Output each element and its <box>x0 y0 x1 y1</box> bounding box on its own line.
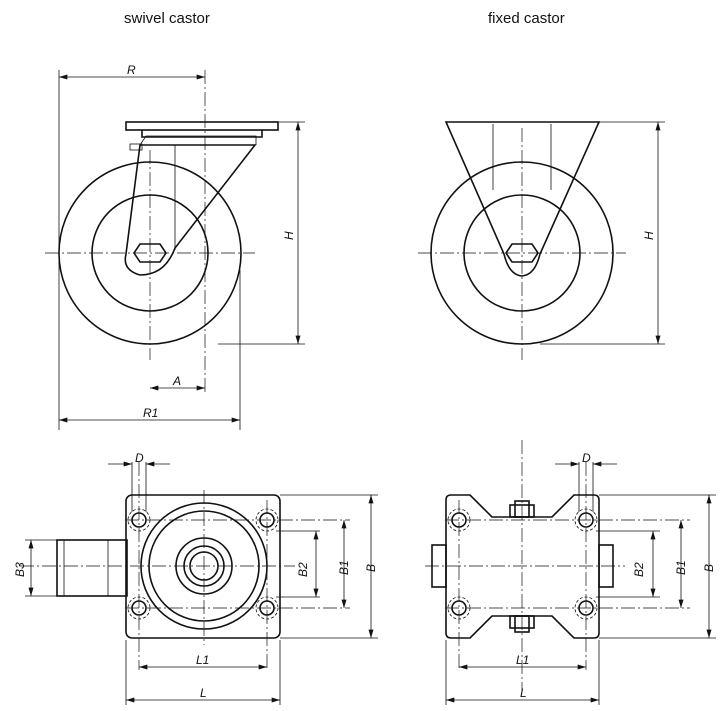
dim-label-B2-fixed: B2 <box>632 562 646 577</box>
dim-label-H-fixed: H <box>642 231 656 240</box>
dim-label-B-fixed: B <box>702 564 716 572</box>
dim-label-L1-swivel: L1 <box>196 653 209 667</box>
fixed-plate-outline <box>445 494 600 639</box>
swivel-fork <box>124 144 257 276</box>
dim-label-B1-fixed: B1 <box>674 560 688 575</box>
swivel-side-view: R A R1 H <box>45 63 305 430</box>
dim-label-R: R <box>127 63 136 77</box>
dim-label-D-swivel: D <box>135 451 144 465</box>
dim-label-B-swivel: B <box>364 564 378 572</box>
dim-label-D-fixed: D <box>582 451 591 465</box>
dim-label-B3: B3 <box>13 562 27 577</box>
dim-label-H-swivel: H <box>282 231 296 240</box>
dim-label-L-fixed: L <box>520 686 527 700</box>
fixed-bracket <box>444 121 601 277</box>
dim-label-B1-swivel: B1 <box>337 560 351 575</box>
dim-label-B2-swivel: B2 <box>296 562 310 577</box>
dim-label-A: A <box>172 374 181 388</box>
fixed-top-view: D B B1 B2 L1 L <box>425 440 716 705</box>
dim-label-L1-fixed: L1 <box>516 653 529 667</box>
fixed-castor-title: fixed castor <box>488 10 565 27</box>
dim-label-L-swivel: L <box>200 686 207 700</box>
swivel-castor-title: swivel castor <box>124 10 210 27</box>
fixed-side-view: H <box>418 121 665 360</box>
swivel-plate-outline <box>125 494 281 639</box>
swivel-top-view: D B B1 B2 B3 L1 L <box>13 451 378 705</box>
swivel-top-plate <box>125 121 279 131</box>
dim-label-R1: R1 <box>143 406 158 420</box>
